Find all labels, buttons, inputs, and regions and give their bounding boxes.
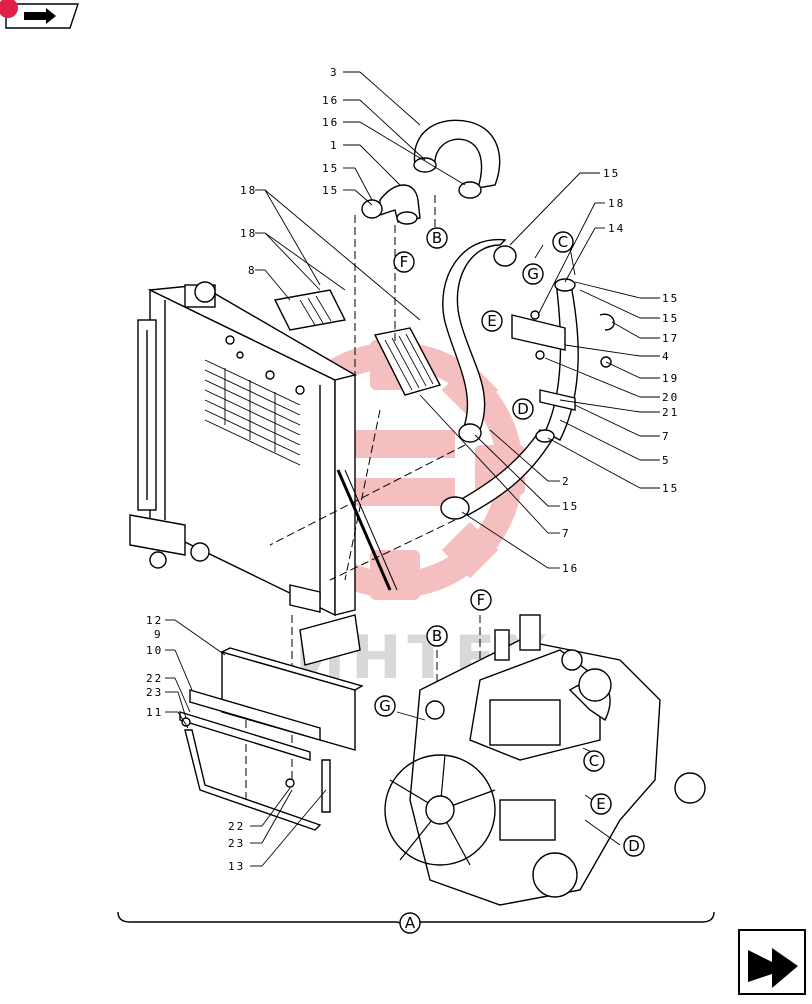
upper-hoses bbox=[361, 119, 579, 520]
part-number: 9 bbox=[154, 628, 163, 641]
part-number: 18 bbox=[608, 197, 625, 210]
part-number: 18 bbox=[240, 227, 257, 240]
seal-strips bbox=[179, 647, 364, 831]
callout-c-engine: C bbox=[589, 752, 599, 770]
engine-illustration bbox=[384, 614, 706, 906]
part-number: 20 bbox=[662, 391, 679, 404]
part-number: 17 bbox=[662, 332, 679, 345]
part-number: 12 bbox=[146, 614, 163, 627]
part-number: 13 bbox=[228, 860, 245, 873]
part-number: 7 bbox=[662, 430, 671, 443]
callout-circles bbox=[374, 227, 645, 934]
part-number: 15 bbox=[322, 162, 339, 175]
callout-g: G bbox=[527, 265, 539, 283]
prev-page-button[interactable] bbox=[0, 0, 79, 29]
next-arrow-icon bbox=[748, 948, 798, 988]
callout-d: D bbox=[517, 400, 529, 418]
callout-b: B bbox=[432, 229, 442, 247]
part-number: 15 bbox=[662, 482, 679, 495]
part-number: 5 bbox=[662, 454, 671, 467]
part-number: 7 bbox=[562, 527, 571, 540]
callout-f: F bbox=[400, 253, 409, 271]
oil-cooler bbox=[373, 327, 442, 396]
callout-b-engine: B bbox=[432, 627, 442, 645]
part-number: 15 bbox=[562, 500, 579, 513]
part-number: 4 bbox=[662, 350, 671, 363]
part-number: 15 bbox=[322, 184, 339, 197]
part-number: 3 bbox=[330, 66, 339, 79]
part-number: 2 bbox=[562, 475, 571, 488]
next-page-button[interactable] bbox=[738, 929, 806, 995]
part-number: 15 bbox=[662, 312, 679, 325]
part-number: 21 bbox=[662, 406, 679, 419]
part-number: 16 bbox=[562, 562, 579, 575]
part-number: 14 bbox=[608, 222, 625, 235]
part-number: 8 bbox=[248, 264, 257, 277]
part-number: 16 bbox=[322, 94, 339, 107]
back-arrow-icon bbox=[24, 8, 56, 24]
part-number: 11 bbox=[146, 706, 163, 719]
callout-c: C bbox=[558, 233, 568, 251]
part-number: 15 bbox=[603, 167, 620, 180]
part-number: 19 bbox=[662, 372, 679, 385]
callout-d-engine: D bbox=[628, 837, 640, 855]
part-number: 15 bbox=[662, 292, 679, 305]
part-number: 18 bbox=[240, 184, 257, 197]
radiator-assembly bbox=[129, 281, 398, 666]
callout-a: A bbox=[405, 914, 416, 932]
part-number: 22 bbox=[228, 820, 245, 833]
part-number: 1 bbox=[330, 139, 339, 152]
callout-e-engine: E bbox=[596, 795, 605, 813]
part-number: 16 bbox=[322, 116, 339, 129]
clamps-and-brackets bbox=[511, 310, 615, 411]
callout-g-engine: G bbox=[379, 697, 391, 715]
callout-f-engine: F bbox=[477, 591, 486, 609]
part-number: 23 bbox=[228, 837, 245, 850]
part-number: 10 bbox=[146, 644, 163, 657]
part-number: 23 bbox=[146, 686, 163, 699]
part-number: 22 bbox=[146, 672, 163, 685]
callout-e: E bbox=[487, 312, 496, 330]
